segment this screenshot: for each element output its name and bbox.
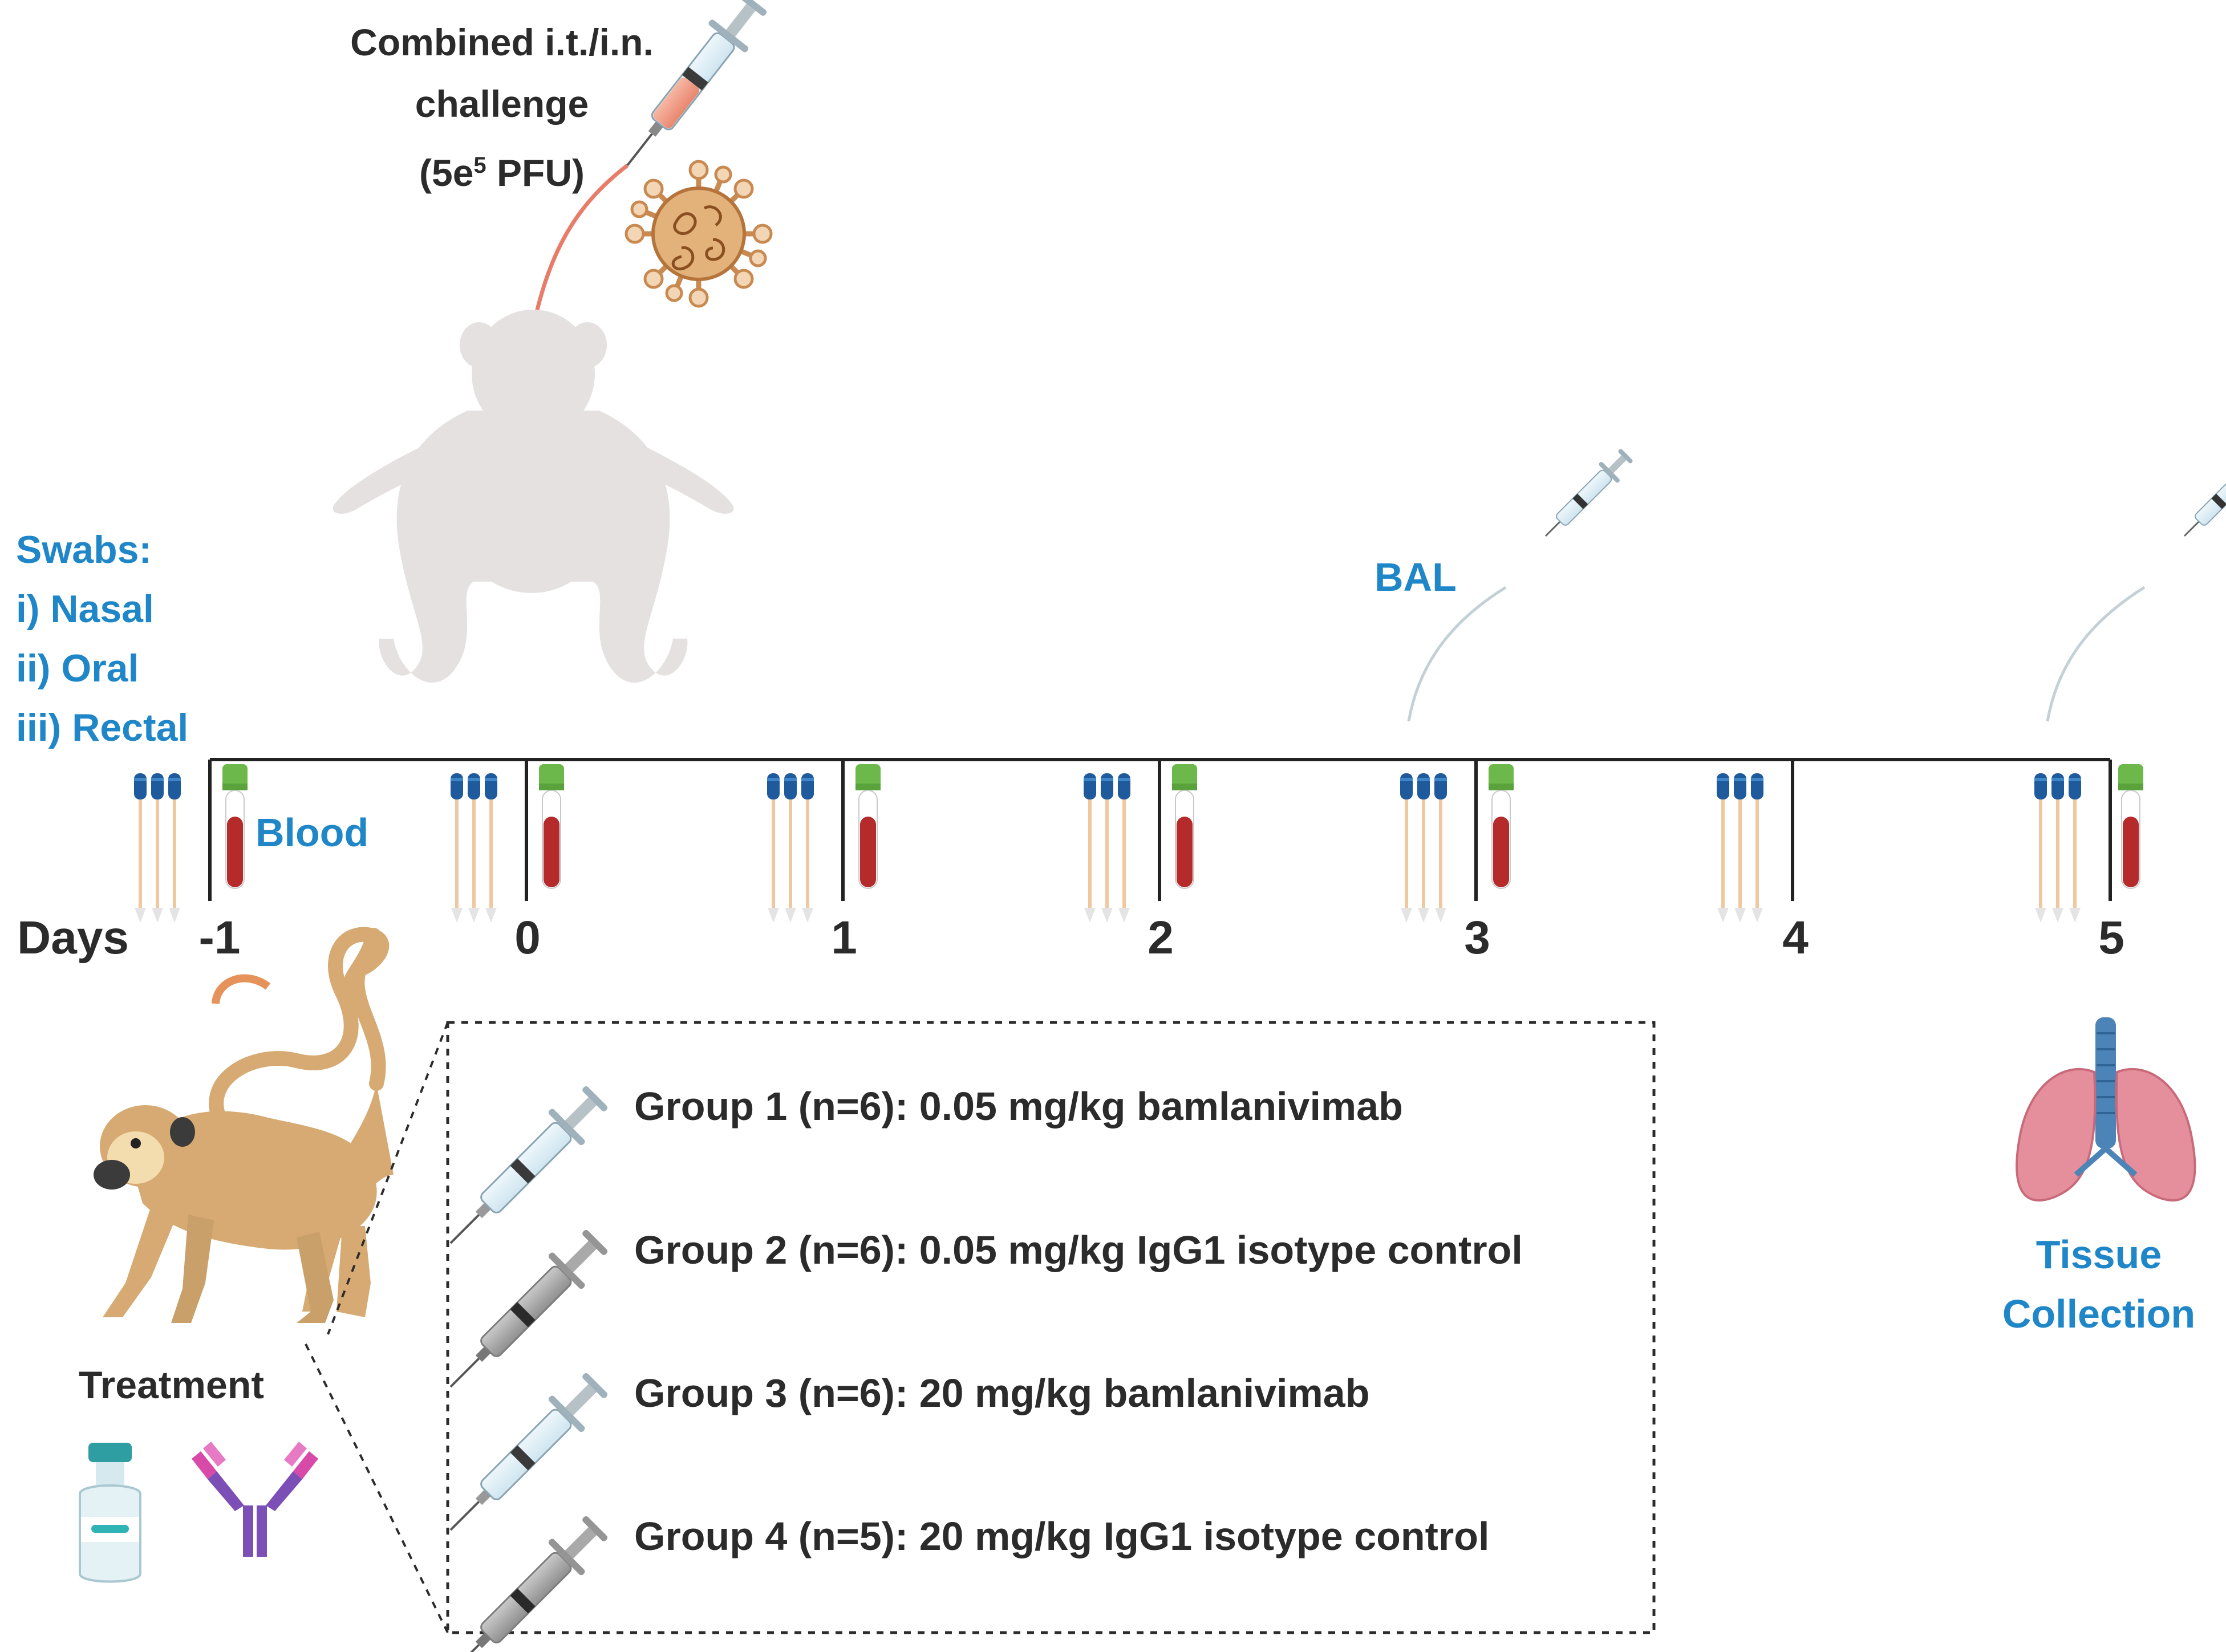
vial-icon xyxy=(79,1443,141,1583)
challenge-dose-open: (5e xyxy=(419,152,474,194)
treatment-monkey-icon xyxy=(94,927,394,1323)
swab-icon-day-4-1 xyxy=(1717,773,1729,923)
group-4-syringe-icon xyxy=(433,1509,614,1652)
callout-line-bottom xyxy=(304,1342,449,1633)
swab-icon-day-1-2 xyxy=(784,773,797,923)
swab-icon-day-4-3 xyxy=(1751,773,1763,923)
group-2-label: Group 2 (n=6): 0.05 mg/kg IgG1 isotype c… xyxy=(634,1228,1523,1272)
challenge-dose-exponent: 5 xyxy=(473,153,486,178)
challenge-line2: challenge xyxy=(415,83,589,125)
day-label-0: 0 xyxy=(514,912,541,964)
swab-icon-day-2-2 xyxy=(1101,773,1113,923)
swab-icon-day-1-1 xyxy=(767,773,780,923)
group-1-label: Group 1 (n=6): 0.05 mg/kg bamlanivimab xyxy=(634,1084,1403,1129)
bal-tube-day5 xyxy=(2046,586,2146,722)
swab-icon-day-0-3 xyxy=(485,773,497,923)
swab-icon-day-1-3 xyxy=(801,773,814,923)
swab-icon-day-5-2 xyxy=(2051,773,2064,923)
day-label-2: 2 xyxy=(1148,912,1174,964)
lungs-icon xyxy=(2016,1017,2196,1202)
day-label-3: 3 xyxy=(1464,912,1490,964)
challenge-label: Combined i.t./i.n. challenge (5e5 PFU) xyxy=(262,11,741,204)
swab-icon-day-5-3 xyxy=(2069,773,2081,923)
swab-icon-day-5-1 xyxy=(2034,773,2047,923)
swabs-title: Swabs: xyxy=(16,528,152,571)
swab-markers xyxy=(134,773,2081,923)
blood-tube-icon-day--1 xyxy=(222,764,248,889)
swab-type-rectal: iii) Rectal xyxy=(16,706,189,749)
tissue-line2: Collection xyxy=(2002,1292,2196,1336)
callout-line-top xyxy=(327,1022,449,1335)
bal-label: BAL xyxy=(1374,555,1457,599)
challenge-dose-rest: PFU) xyxy=(486,152,585,194)
bal-syringe-icon-day5 xyxy=(2174,444,2226,547)
tissue-collection-label: Tissue Collection xyxy=(1979,1225,2219,1343)
swab-icon-day-3-3 xyxy=(1434,773,1447,923)
blood-tube-markers xyxy=(222,764,2144,889)
swab-icon-day--1-1 xyxy=(134,773,147,923)
blood-label: Blood xyxy=(256,810,369,855)
bal-tube-day3 xyxy=(1407,586,1507,722)
group-3-label: Group 3 (n=6): 20 mg/kg bamlanivimab xyxy=(634,1371,1370,1415)
antibody-icon xyxy=(192,1442,318,1557)
tissue-line1: Tissue xyxy=(2036,1232,2162,1277)
swab-icon-day-0-2 xyxy=(468,773,480,923)
day-label-1: 1 xyxy=(831,912,857,964)
challenge-line1: Combined i.t./i.n. xyxy=(350,21,654,63)
days-axis-label: Days xyxy=(17,912,129,964)
timeline-ticks xyxy=(208,760,2112,901)
swab-type-nasal: i) Nasal xyxy=(16,587,154,631)
day-label-minus1: -1 xyxy=(198,912,241,964)
group-4-label: Group 4 (n=5): 20 mg/kg IgG1 isotype con… xyxy=(634,1514,1490,1558)
swab-type-oral: ii) Oral xyxy=(16,647,139,690)
swab-icon-day-2-3 xyxy=(1118,773,1130,923)
blood-tube-icon-day-1 xyxy=(855,764,881,889)
blood-tube-icon-day-2 xyxy=(1171,764,1198,889)
blood-tube-icon-day-5 xyxy=(2118,764,2144,889)
swab-icon-day--1-3 xyxy=(168,773,181,923)
swabs-label: Swabs: i) Nasal ii) Oral iii) Rectal xyxy=(16,520,188,757)
swab-icon-day-0-1 xyxy=(451,773,463,923)
blood-tube-icon-day-3 xyxy=(1488,764,1514,889)
monkey-silhouette-icon xyxy=(333,310,734,683)
swab-icon-day-4-2 xyxy=(1734,773,1746,923)
virus-icon xyxy=(625,160,773,308)
swab-icon-day-3-1 xyxy=(1400,773,1413,923)
bal-syringe-icon-day3 xyxy=(1535,444,1638,547)
challenge-dose: (5e5 PFU) xyxy=(262,135,741,204)
challenge-tube xyxy=(528,164,629,342)
group-box xyxy=(446,1021,1656,1634)
day-label-4: 4 xyxy=(1782,912,1809,964)
blood-tube-icon-day-0 xyxy=(538,764,565,889)
swab-icon-day-3-2 xyxy=(1417,773,1430,923)
swab-icon-day-2-1 xyxy=(1084,773,1096,923)
day-label-5: 5 xyxy=(2098,912,2124,964)
group-syringes xyxy=(433,1079,614,1652)
treatment-label: Treatment xyxy=(79,1363,264,1407)
swab-icon-day--1-2 xyxy=(151,773,164,923)
